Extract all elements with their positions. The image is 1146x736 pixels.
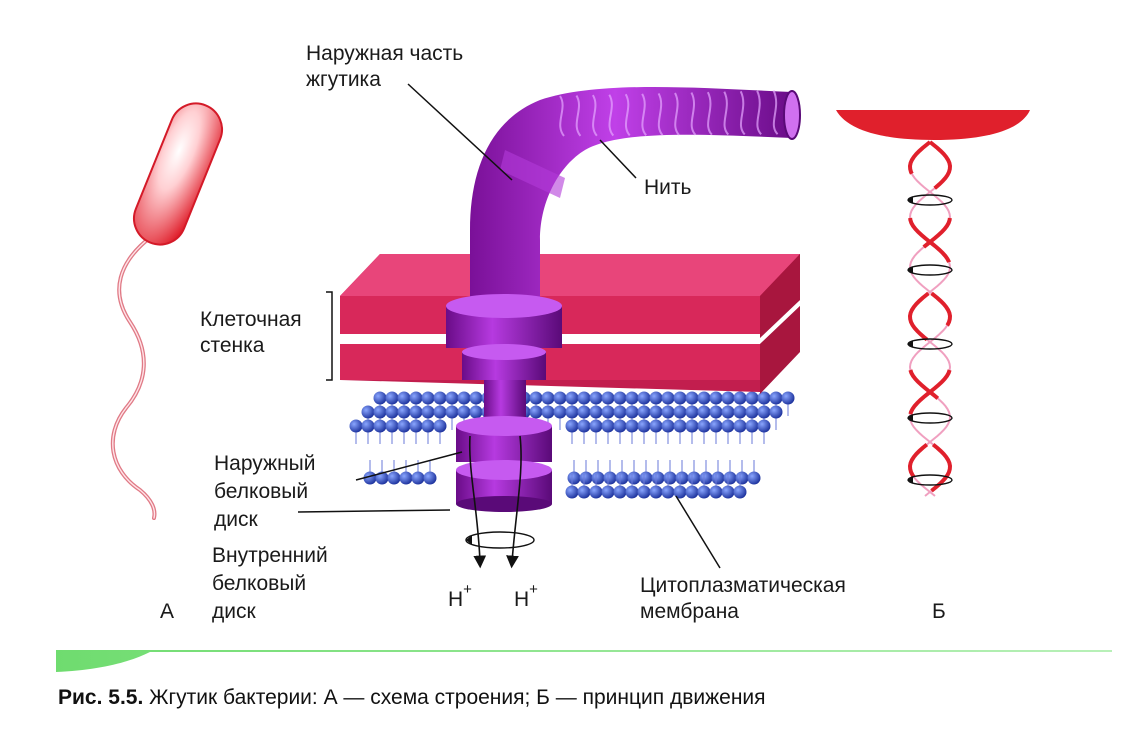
panel-b-label: Б	[932, 600, 946, 623]
bacterium-flagellum-tail	[110, 234, 157, 520]
figure-caption: Рис. 5.5. Жгутик бактерии: А — схема стр…	[58, 686, 766, 709]
cell-pole	[836, 110, 1030, 140]
l-ring	[446, 294, 562, 348]
helical-filament	[907, 140, 953, 498]
motor-structure	[340, 87, 801, 569]
inner-disc-label-line2: белковый	[212, 572, 306, 595]
movement-panel	[836, 110, 1030, 498]
leader-lines	[297, 83, 721, 569]
inner-disc-label-line1: Внутренний	[212, 544, 328, 567]
bacterium-panel	[110, 102, 223, 520]
outer-disc-label-line2: белковый	[214, 480, 308, 503]
panel-a-label: А	[160, 600, 174, 623]
outer-disc-label-line1: Наружный	[214, 452, 316, 475]
membrane-label-line2: мембрана	[640, 600, 739, 623]
outer-protein-disc	[456, 416, 552, 462]
proton-left: H+	[448, 581, 472, 611]
cell-wall-label-line2: стенка	[200, 334, 265, 357]
inner-disc-label-line3: диск	[212, 600, 256, 623]
cytoplasmic-membrane	[349, 391, 795, 499]
membrane-label-line1: Цитоплазматическая	[640, 574, 846, 597]
proton-path-right	[506, 435, 522, 569]
filament-label: Нить	[644, 176, 692, 199]
cell-wall-label-line1: Клеточная	[200, 308, 302, 331]
rotation-arrow	[465, 531, 535, 549]
green-accent-bar	[56, 650, 1112, 672]
proton-path-left	[468, 435, 487, 569]
flagellum-hook	[470, 87, 792, 310]
bacterium-body	[133, 102, 223, 246]
cell-wall	[340, 254, 800, 394]
outer-part-label-line2: жгутика	[306, 68, 381, 91]
proton-right: H+	[514, 581, 538, 611]
filament-strands	[559, 90, 779, 137]
outer-disc-label-line3: диск	[214, 508, 258, 531]
outer-part-label-line1: Наружная часть	[306, 42, 463, 65]
p-ring	[462, 344, 546, 380]
